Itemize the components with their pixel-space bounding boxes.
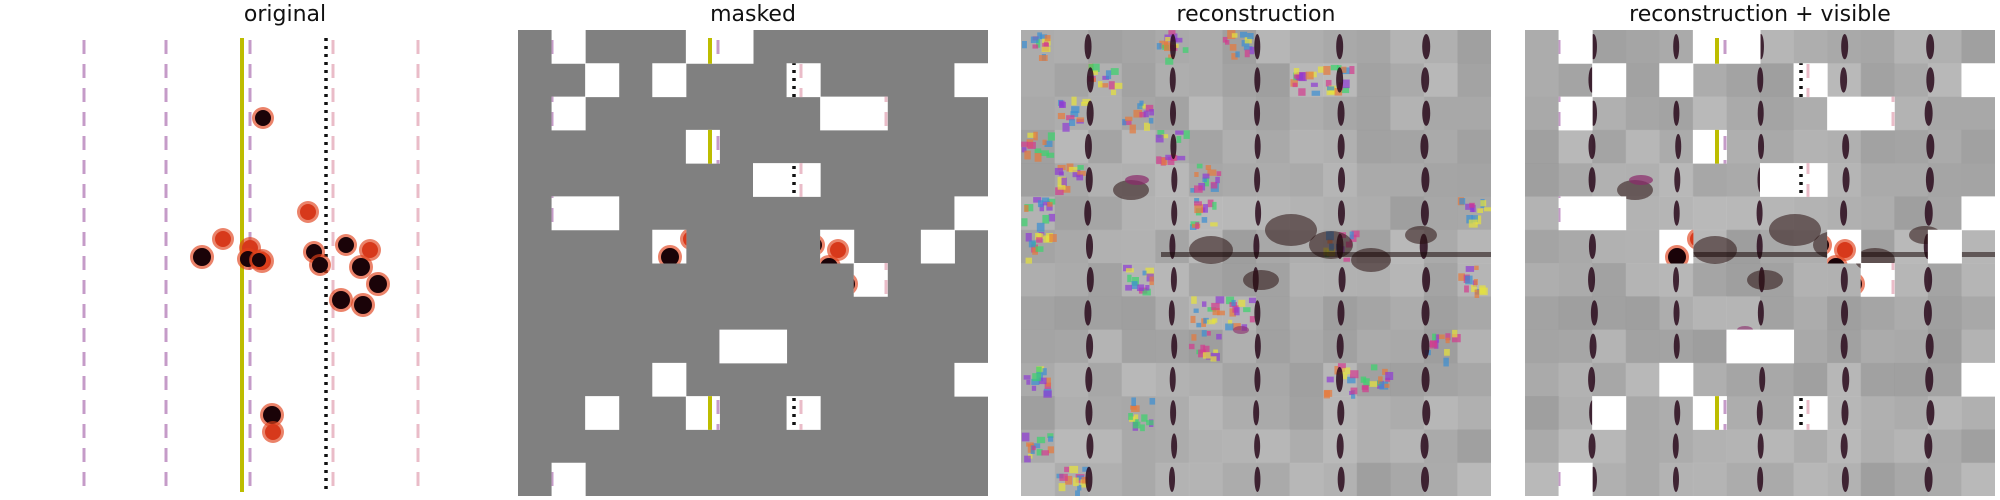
reconstruction-visible-image [1525, 30, 1995, 496]
panel-title-masked: masked [710, 2, 796, 27]
panel-title-reconstruction-visible: reconstruction + visible [1629, 2, 1891, 27]
panel-original: original [50, 0, 520, 500]
panel-reconstruction-visible: reconstruction + visible [1525, 0, 1995, 500]
original-scene [50, 30, 520, 496]
panel-reconstruction: reconstruction [1021, 0, 1491, 500]
original-image [50, 30, 520, 496]
panel-title-reconstruction: reconstruction [1176, 2, 1336, 27]
panel-title-original: original [243, 2, 327, 27]
panel-masked: masked [518, 0, 988, 500]
reconstruction-image [1021, 30, 1491, 496]
masked-image [518, 30, 988, 496]
